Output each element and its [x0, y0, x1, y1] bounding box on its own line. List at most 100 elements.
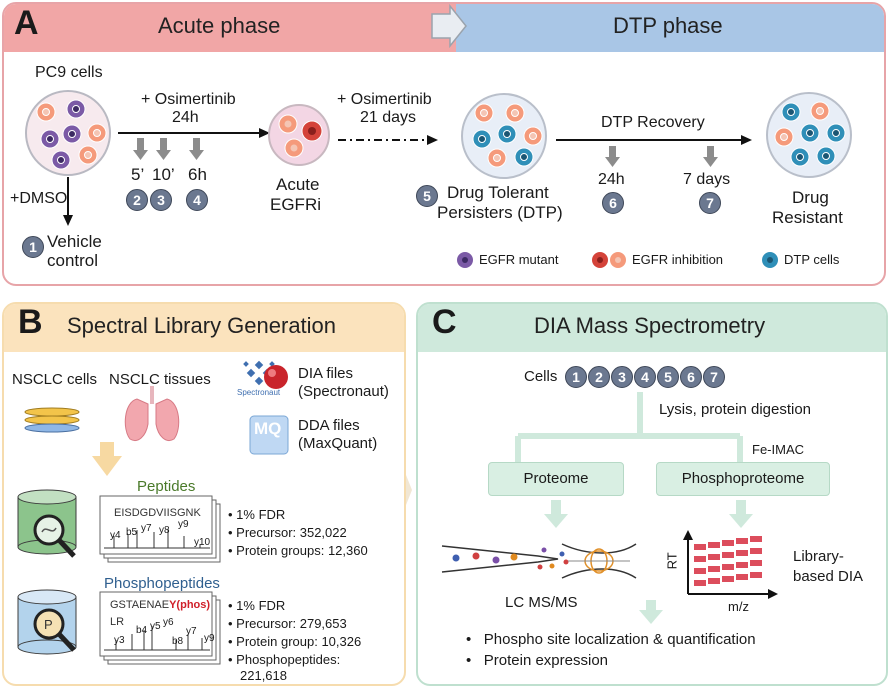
dtp-recovery-label: DTP Recovery — [601, 114, 705, 131]
mz-axis-label: m/z — [728, 599, 749, 614]
cell-4-badge: 4 — [634, 366, 656, 388]
panel-b-graphics: P — [17, 360, 289, 665]
lc-emitter-icon — [441, 545, 569, 573]
phos-stat-precursor: • Precursor: 279,653 — [228, 616, 347, 631]
cell-3-badge: 3 — [611, 366, 633, 388]
cell-5-badge: 5 — [657, 366, 679, 388]
dtp-phase-header — [456, 4, 884, 52]
phospho-sequence: GSTAENAEY(phos) — [110, 599, 211, 611]
dtp-phase-title: DTP phase — [613, 13, 723, 38]
phos-stat-protein-group: • Protein group: 10,326 — [228, 634, 362, 649]
control-label: control — [47, 251, 99, 270]
pep-ion-y7: y7 — [141, 523, 152, 534]
sample-6-badge: 6 — [602, 192, 624, 214]
nsclc-cells-dish-icon — [24, 407, 80, 433]
time-10min: 10’ — [152, 165, 175, 184]
phos-ion-b4: b4 — [136, 625, 148, 636]
pep-ion-y9: y9 — [178, 519, 189, 530]
library-label-2: based DIA — [793, 568, 864, 585]
phos-ion-y9: y9 — [204, 633, 215, 644]
nsclc-cells-label: NSCLC cells — [12, 371, 98, 388]
phosphoproteome-box: Phosphoproteome — [656, 462, 830, 496]
phase-arrow-icon — [431, 3, 467, 49]
vehicle-label: Vehicle — [47, 232, 102, 251]
svg-text:P: P — [44, 617, 53, 632]
legend-egfr-inhibition-label: EGFR inhibition — [632, 252, 724, 267]
sample-3-badge: 3 — [150, 189, 172, 211]
panel-a — [2, 2, 886, 286]
drug-label: Drug — [792, 188, 829, 207]
rt-axis-label: RT — [664, 552, 680, 570]
dtp-dish-icon — [461, 93, 547, 179]
sample-4-badge: 4 — [186, 189, 208, 211]
osimertinib-24h-label: + Osimertinib — [141, 91, 236, 108]
legend-dtp-cells-label: DTP cells — [784, 252, 840, 267]
panel-b-letter: B — [18, 303, 43, 341]
phosphopeptides-title: Phosphopeptides — [104, 575, 220, 592]
recovery-7days: 7 days — [683, 171, 731, 188]
sample-7-badge: 7 — [699, 192, 721, 214]
pep-ion-y8: y8 — [159, 525, 170, 536]
peptide-sequence: EISDGDVIISGNK — [114, 507, 201, 519]
dia-plot-icon — [683, 530, 778, 599]
dda-files-source: (MaxQuant) — [298, 435, 378, 452]
cell-1-badge: 1 — [565, 366, 587, 388]
legend-egfr-mutant-icon — [457, 252, 473, 268]
acute-phase-header — [4, 4, 456, 52]
osimertinib-21d-label: + Osimertinib — [337, 91, 432, 108]
pep-stat-precursor: • Precursor: 352,022 — [228, 525, 347, 540]
lc-ms-label: LC MS/MS — [505, 594, 578, 611]
pep-stat-fdr: • 1% FDR — [228, 507, 286, 522]
output-protein-expression: • Protein expression — [466, 652, 608, 669]
peptide-spectra-card-icon — [99, 495, 221, 563]
time-6h: 6h — [188, 165, 207, 184]
phospho-spectra-card-icon — [99, 591, 221, 665]
time-5min: 5’ — [131, 165, 145, 184]
peptides-title: Peptides — [137, 478, 196, 495]
panel-c-letter: C — [432, 303, 457, 341]
panel-c-graphics — [441, 392, 778, 624]
egfri-label: EGFRi — [270, 195, 321, 214]
phos-ion-y5: y5 — [150, 621, 161, 632]
fe-imac-label: Fe-IMAC — [752, 442, 804, 457]
peptide-database-icon — [17, 489, 77, 558]
down-arrow-icon — [92, 442, 122, 476]
phospho-sequence-2: LR — [110, 616, 125, 628]
sample-5-badge: 5 — [416, 185, 438, 207]
phos-ion-y7: y7 — [186, 626, 197, 637]
phos-ion-b8: b8 — [172, 636, 184, 647]
recovery-24h: 24h — [598, 171, 625, 188]
resistant-dish-icon — [766, 92, 852, 178]
dia-files-label: DIA files — [298, 365, 354, 382]
dtp-label-2: Persisters (DTP) — [437, 203, 563, 222]
sample-1-badge: 1 — [22, 236, 44, 258]
flow-arrows — [544, 500, 753, 624]
pep-ion-b5: b5 — [126, 527, 138, 538]
cell-2-badge: 2 — [588, 366, 610, 388]
lungs-icon — [124, 386, 180, 441]
cell-7-badge: 7 — [703, 366, 725, 388]
phos-stat-phosphopeptides-value: 221,618 — [240, 668, 287, 683]
dmso-label: +DMSO — [10, 190, 68, 207]
cells-label: Cells — [524, 368, 558, 385]
panel-b-header — [4, 304, 404, 352]
cell-6-badge: 6 — [680, 366, 702, 388]
resistant-label: Resistant — [772, 208, 843, 227]
osimertinib-24h-duration: 24h — [172, 109, 199, 126]
acute-phase-title: Acute phase — [158, 13, 281, 38]
sample-2-badge: 2 — [126, 189, 148, 211]
maxquant-logo-text: MQ — [254, 419, 282, 438]
acute-label: Acute — [276, 175, 320, 194]
pc9-dish-icon — [25, 90, 111, 176]
proteome-box: Proteome — [488, 462, 624, 496]
pc9-label: PC9 cells — [35, 64, 103, 81]
osimertinib-21d-duration: 21 days — [360, 109, 417, 126]
nsclc-tissues-label: NSCLC tissues — [109, 371, 211, 388]
acute-egfri-dish-icon — [268, 104, 330, 166]
dtp-label: Drug Tolerant — [447, 183, 549, 202]
phos-ion-y6: y6 — [163, 617, 174, 628]
pep-ion-y10: y10 — [194, 537, 211, 548]
panel-b-title: Spectral Library Generation — [67, 313, 337, 338]
dda-files-label: DDA files — [298, 417, 360, 434]
